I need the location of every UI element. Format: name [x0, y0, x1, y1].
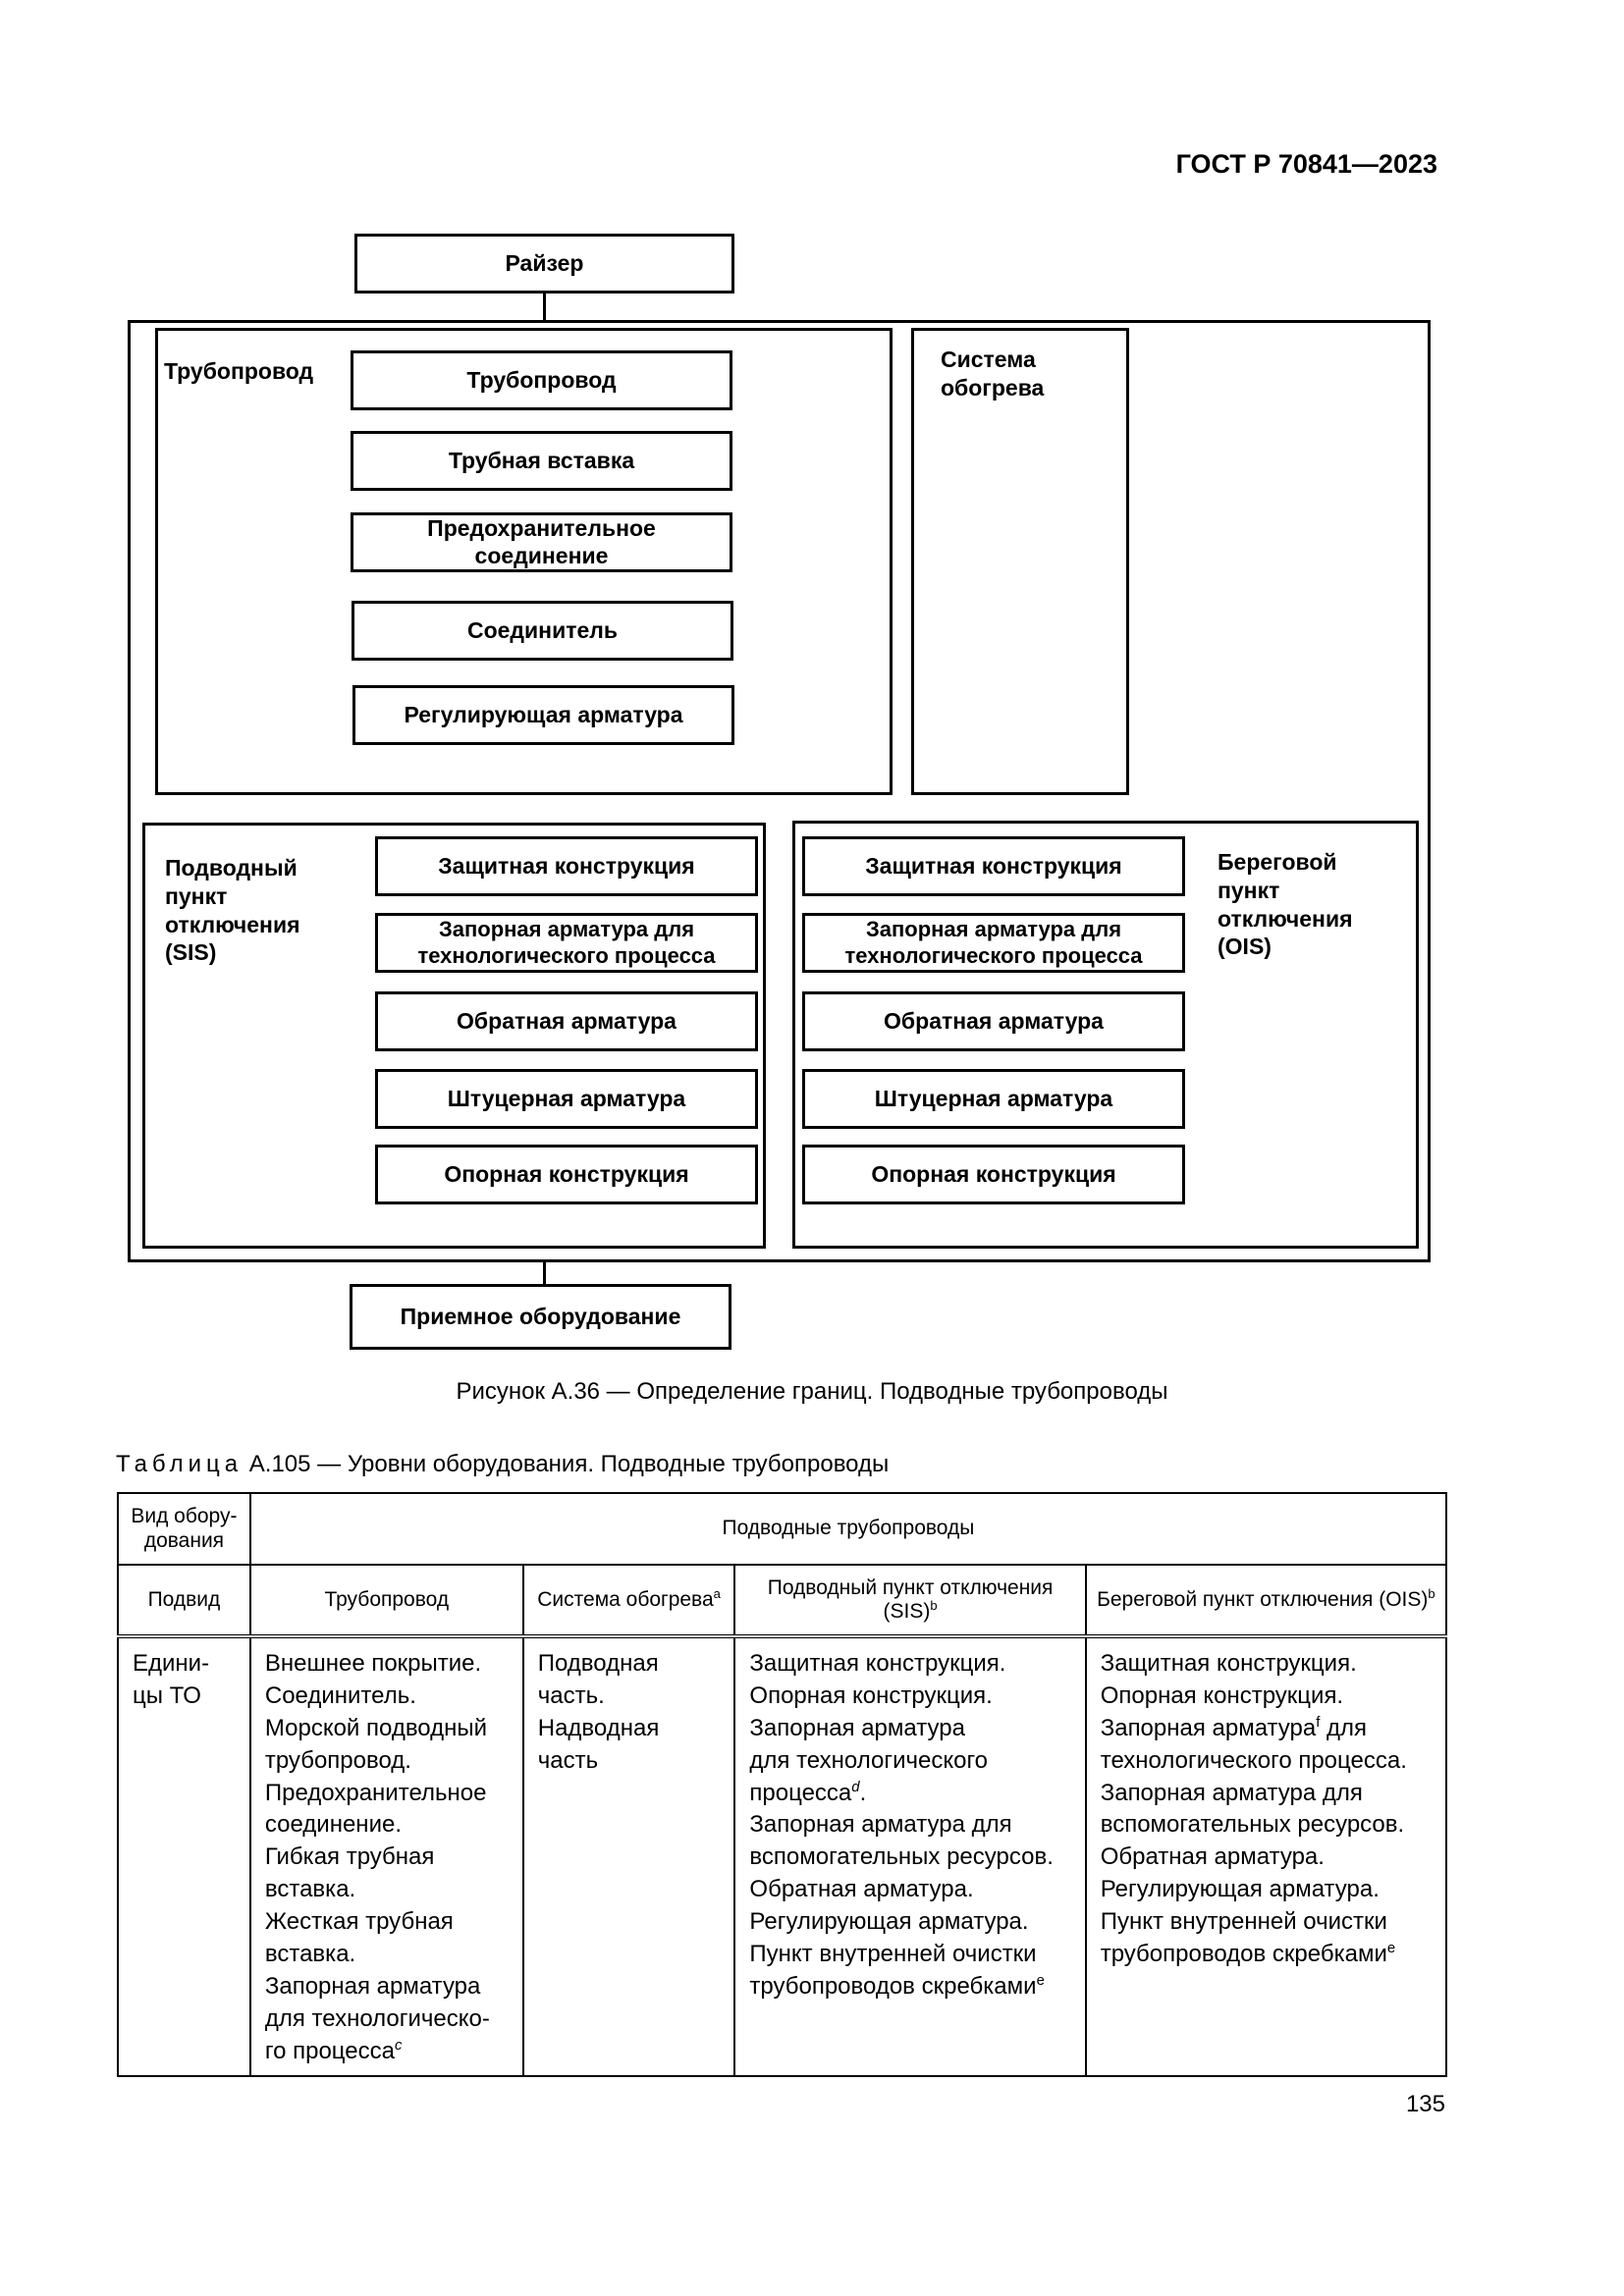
sis-protective-structure: Защитная конструкция — [375, 836, 758, 896]
sis-support-structure: Опорная конструкция — [375, 1145, 758, 1204]
header-subsea-pipelines: Подводные трубопроводы — [248, 1492, 1448, 1566]
header-sis: Подводный пункт отключения (SIS)b — [733, 1564, 1087, 1638]
row-label-maintenance-units: Едини-цы ТО — [117, 1634, 251, 2078]
header-subtype: Подвид — [117, 1564, 251, 1638]
ois-support-structure: Опорная конструкция — [802, 1145, 1185, 1204]
pipeline-group-label: Трубопровод — [164, 358, 314, 384]
header-heating-system: Система обогреваa — [521, 1564, 736, 1638]
page-number: 135 — [1405, 2091, 1445, 2117]
pipeline-item: Трубопровод — [351, 350, 732, 410]
document-code: ГОСТ Р 70841—2023 — [1175, 149, 1437, 179]
safety-joint-item: Предохранительное соединение — [351, 512, 732, 572]
table-row: Едини-цы ТО Внешнее покрытие. Соединител… — [117, 1634, 1448, 2078]
connector-item: Соединитель — [352, 601, 733, 661]
table-title: Таблица А.105 — Уровни оборудования. Под… — [116, 1451, 890, 1477]
heating-units-cell: Подводная часть. Надводная часть — [521, 1634, 736, 2078]
pipe-insert-item: Трубная вставка — [351, 431, 732, 491]
sis-process-isolation-valve: Запорная арматура для технологического п… — [375, 913, 758, 973]
sis-units-cell: Защитная конструкция. Опорная конструкци… — [733, 1634, 1087, 2078]
heating-group-label: Система обогрева — [941, 347, 1045, 400]
header-ois: Береговой пункт отключения (OIS)b — [1084, 1564, 1448, 1638]
table-header-row-1: Вид обору-дования Подводные трубопроводы — [117, 1492, 1448, 1566]
riser-box: Райзер — [354, 234, 734, 294]
connector-bottom — [543, 1261, 546, 1285]
ois-process-isolation-valve: Запорная арматура для технологического п… — [802, 913, 1185, 973]
figure-caption: Рисунок А.36 — Определение границ. Подво… — [456, 1378, 1168, 1405]
ois-units-cell: Защитная конструкция. Опорная конструкци… — [1084, 1634, 1448, 2078]
table-header-row-2: Подвид Трубопровод Система обогреваa Под… — [117, 1564, 1448, 1638]
ois-choke-valve: Штуцерная арматура — [802, 1069, 1185, 1129]
control-valve-item: Регулирующая арматура — [352, 685, 734, 745]
sis-check-valve: Обратная арматура — [375, 991, 758, 1051]
receiving-equipment-box: Приемное оборудование — [350, 1284, 731, 1350]
heating-group — [911, 328, 1129, 795]
ois-group-label: Береговой пункт отключения (OIS) — [1218, 849, 1353, 960]
connector-top — [543, 293, 546, 320]
sis-group-label: Подводный пункт отключения (SIS) — [165, 855, 300, 966]
header-pipeline: Трубопровод — [248, 1564, 524, 1638]
equipment-levels-table: Вид обору-дования Подводные трубопроводы… — [117, 1492, 1448, 2078]
ois-protective-structure: Защитная конструкция — [802, 836, 1185, 896]
sis-choke-valve: Штуцерная арматура — [375, 1069, 758, 1129]
ois-check-valve: Обратная арматура — [802, 991, 1185, 1051]
header-equipment-type: Вид обору-дования — [117, 1492, 251, 1566]
pipeline-units-cell: Внешнее покрытие. Соединитель. Морской п… — [248, 1634, 524, 2078]
